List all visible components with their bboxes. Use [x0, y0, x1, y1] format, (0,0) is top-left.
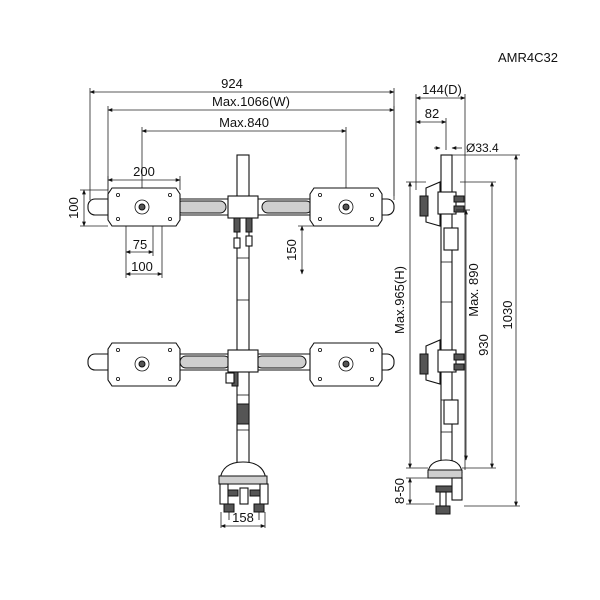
label-930: 930	[476, 334, 491, 356]
side-view: 144(D) 82 Ø33.4	[392, 82, 520, 515]
dim-vesa-100-height: 100	[66, 189, 108, 227]
dim-vesa-75: 75	[125, 218, 154, 278]
plate-top-right	[309, 187, 383, 227]
dim-1030: 1030	[452, 154, 520, 507]
label-100-width: 100	[131, 259, 153, 274]
plate-bottom-right	[309, 342, 383, 387]
label-max-height: Max.965(H)	[392, 266, 407, 334]
dim-vertical-150: 150	[284, 225, 318, 275]
label-924: 924	[221, 76, 243, 91]
label-100-height: 100	[66, 197, 81, 219]
label-max-890: Max. 890	[466, 263, 481, 316]
dim-clamp-range: 8-50	[392, 477, 434, 505]
plate-top-left	[107, 187, 181, 227]
label-158: 158	[232, 510, 254, 525]
dim-vesa-100-width: 100	[125, 218, 163, 278]
side-bracket-bottom	[419, 339, 465, 425]
dim-offset-82: 82	[415, 106, 447, 150]
label-150: 150	[284, 239, 299, 261]
label-82: 82	[425, 106, 439, 121]
label-1030: 1030	[500, 301, 515, 330]
dim-max-width: Max.1066(W)	[107, 94, 395, 196]
label-max-width: Max.1066(W)	[212, 94, 290, 109]
label-diameter: Ø33.4	[466, 141, 499, 155]
label-200: 200	[133, 164, 155, 179]
dim-base-width: 158	[220, 510, 266, 528]
front-view: 924 Max.1066(W) Max.840 200 100	[66, 76, 395, 528]
label-max-arm: Max.840	[219, 115, 269, 130]
model-label: AMR4C32	[498, 50, 558, 65]
dim-max-890: Max. 890	[456, 209, 481, 461]
side-desk-clamp	[427, 459, 463, 515]
front-desk-clamp	[218, 461, 269, 520]
label-144: 144(D)	[422, 82, 462, 97]
side-bracket-top	[419, 181, 465, 251]
dim-930: 930	[460, 181, 496, 469]
dim-pole-diameter: Ø33.4	[434, 141, 499, 155]
label-75: 75	[133, 237, 147, 252]
dim-vesa-200: 200	[107, 164, 181, 190]
label-8-50: 8-50	[392, 478, 407, 504]
dim-max-height: Max.965(H)	[392, 181, 428, 469]
plate-bottom-left	[107, 342, 181, 387]
